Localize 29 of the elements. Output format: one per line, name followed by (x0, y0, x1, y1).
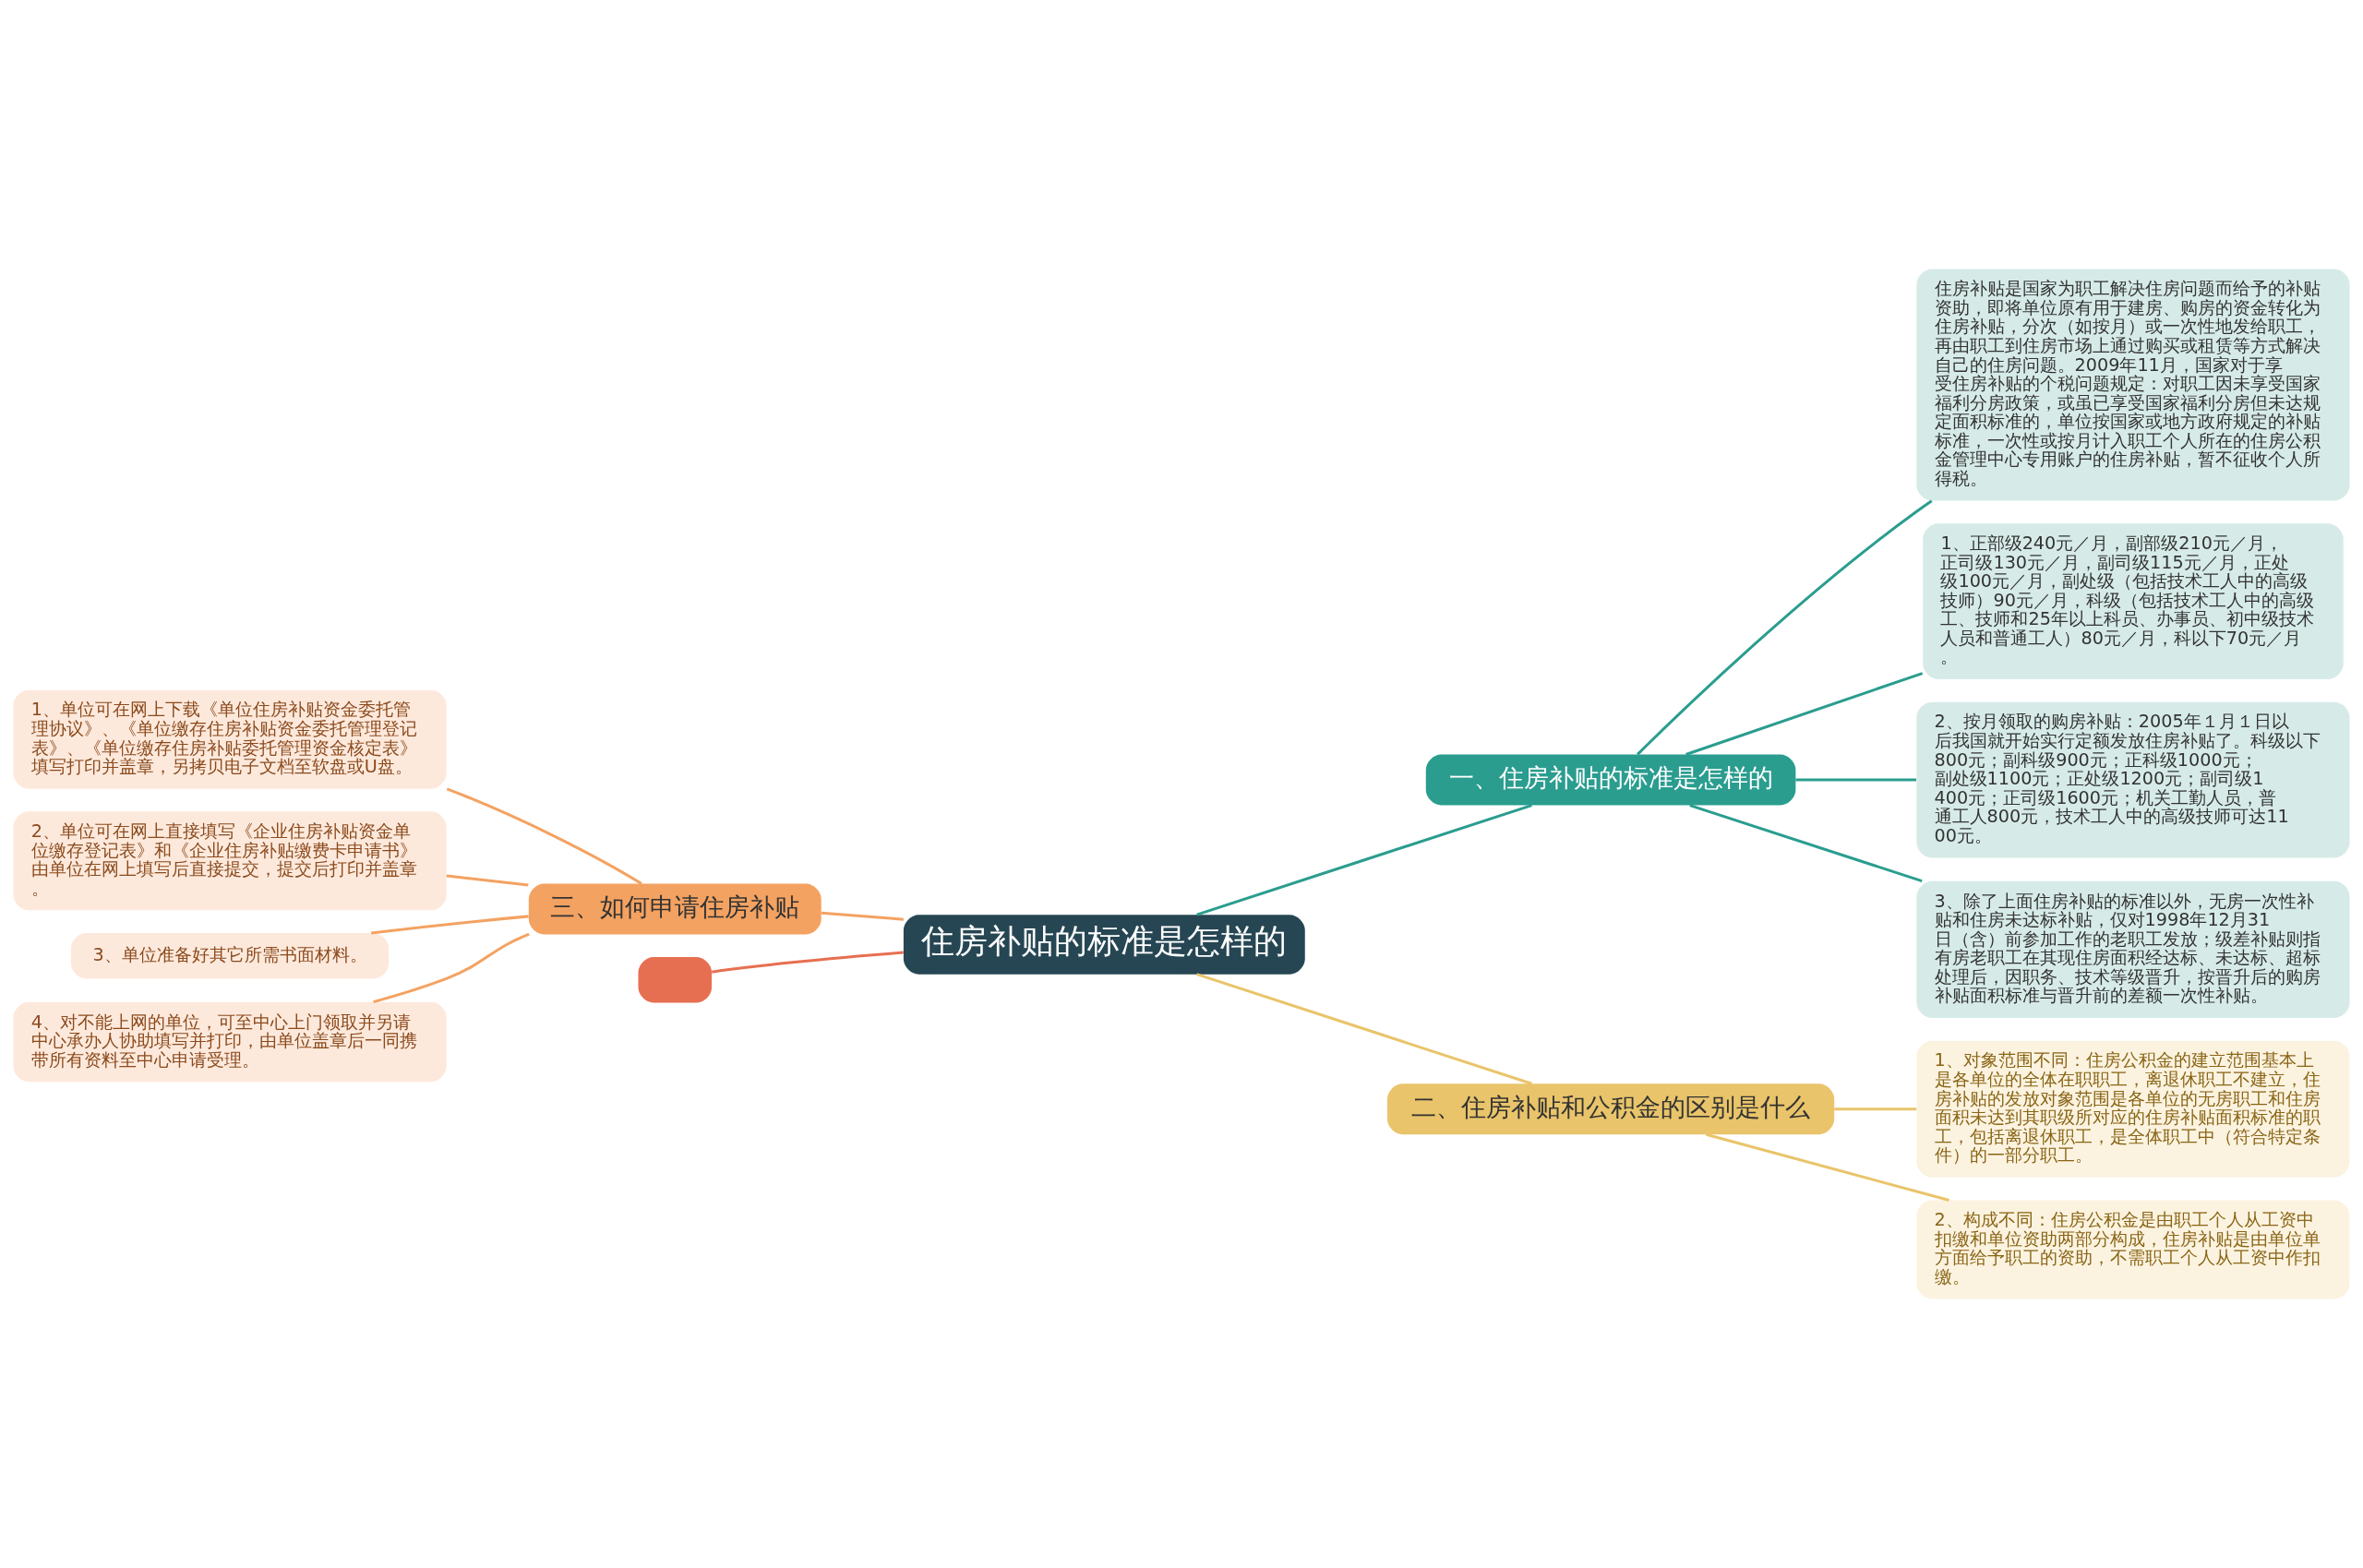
connector (446, 874, 529, 887)
node-box: 1、对象范围不同：住房公积金的建立范围基本上是各单位的全体在职职工，离退休职工不建立，住房补贴的发放对象范围是各单位的无房职工和住房面积未达到其职级所对应的住房补贴面积标准的职工，包括离退休职工，是全体职工中（符合特定条件）的一部分职工。 (1916, 1040, 2350, 1178)
connector (1689, 804, 1923, 883)
connector (821, 911, 904, 921)
node-box: 三、如何申请住房补贴 (528, 883, 822, 935)
node-box: 一、住房补贴的标准是怎样的 (1425, 754, 1796, 806)
node-box (638, 957, 713, 1003)
node-box: 2、构成不同：住房公积金是由职工个人从工资中扣缴和单位资助两部分构成，住房补贴是由单位单方面给予职工的资助，不需职工个人从工资中作扣缴。 (1916, 1200, 2350, 1299)
connector (373, 932, 531, 1004)
connector (1636, 499, 1933, 756)
node-box: 1、正部级240元／月，副部级210元／月，正司级130元／月，副司级115元／月，正处级100元／月，副处级（包括技术工人中的高级技师）90元／月，科级（包括技术工人中的高级工、技师和25年以上科员、办事员、初中级技术人员和普通工人）80元／月，科以下70元／月。 (1923, 523, 2344, 679)
node-box: 4、对不能上网的单位，可至中心上门领取并另请中心承办人协助填写并打印，由单位盖章后一同携带所有资料至中心申请受理。 (13, 1001, 447, 1083)
node-box: 住房补贴是国家为职工解决住房问题而给予的补贴资助，即将单位原有用于建房、购房的资金转化为住房补贴，分次（如按月）或一次性地发给职工，再由职工到住房市场上通过购买或租赁等方式解决自己的住房问题。2009年11月，国家对于享受住房补贴的个税问题规定：对职工因未享受国家福利分房政策，或虽已享受国家福利分房但未达规定面积标准的，单位按国家或地方政府规定的补贴标准，一次性或按月计入职工个人所在的住房公积金管理中心专用账户的住房补贴，暂不征收个人所得税。 (1916, 269, 2350, 501)
connector (1834, 1107, 1917, 1111)
connector (1706, 1132, 1949, 1202)
connector (1795, 778, 1917, 782)
connector (370, 915, 529, 935)
node-box: 2、单位可在网上直接填写《企业住房补贴资金单位缴存登记表》和《企业住房补贴缴费卡申请书》由单位在网上填写后直接提交，提交后打印并盖章。 (13, 811, 447, 911)
node-box: 2、按月领取的购房补贴：2005年１月１日以后我国就开始实行定额发放住房补贴了。科级以下800元；副科级900元；正科级1000元；副处级1100元；正处级1200元；副司级1400元；正司级1600元；机关工勤人员，普通工人800元，技术工人中的高级技师可达1100元。 (1916, 701, 2350, 858)
connector (712, 951, 904, 974)
connector (1685, 672, 1924, 756)
node-box: 3、单位准备好其它所需书面材料。 (70, 933, 390, 979)
node-box: 3、除了上面住房补贴的标准以外，无房一次性补贴和住房未达标补贴，仅对1998年12月31日（含）前参加工作的老职工发放；级差补贴则指有房老职工在其现住房面积经达标、未达标、超标处理后，因职务、技术等级晋升，按晋升后的购房补贴面积标准与晋升前的差额一次性补贴。 (1916, 880, 2350, 1018)
connector (446, 787, 642, 885)
node-box: 二、住房补贴和公积金的区别是什么 (1386, 1083, 1835, 1135)
node-box: 住房补贴的标准是怎样的 (903, 915, 1305, 975)
connector (1196, 804, 1532, 916)
connector (1196, 973, 1532, 1085)
node-box: 1、单位可在网上下载《单位住房补贴资金委托管理协议》、《单位缴存住房补贴资金委托管理登记表》、《单位缴存住房补贴委托管理资金核定表》填写打印并盖章，另拷贝电子文档至软盘或U盘。 (13, 689, 447, 789)
